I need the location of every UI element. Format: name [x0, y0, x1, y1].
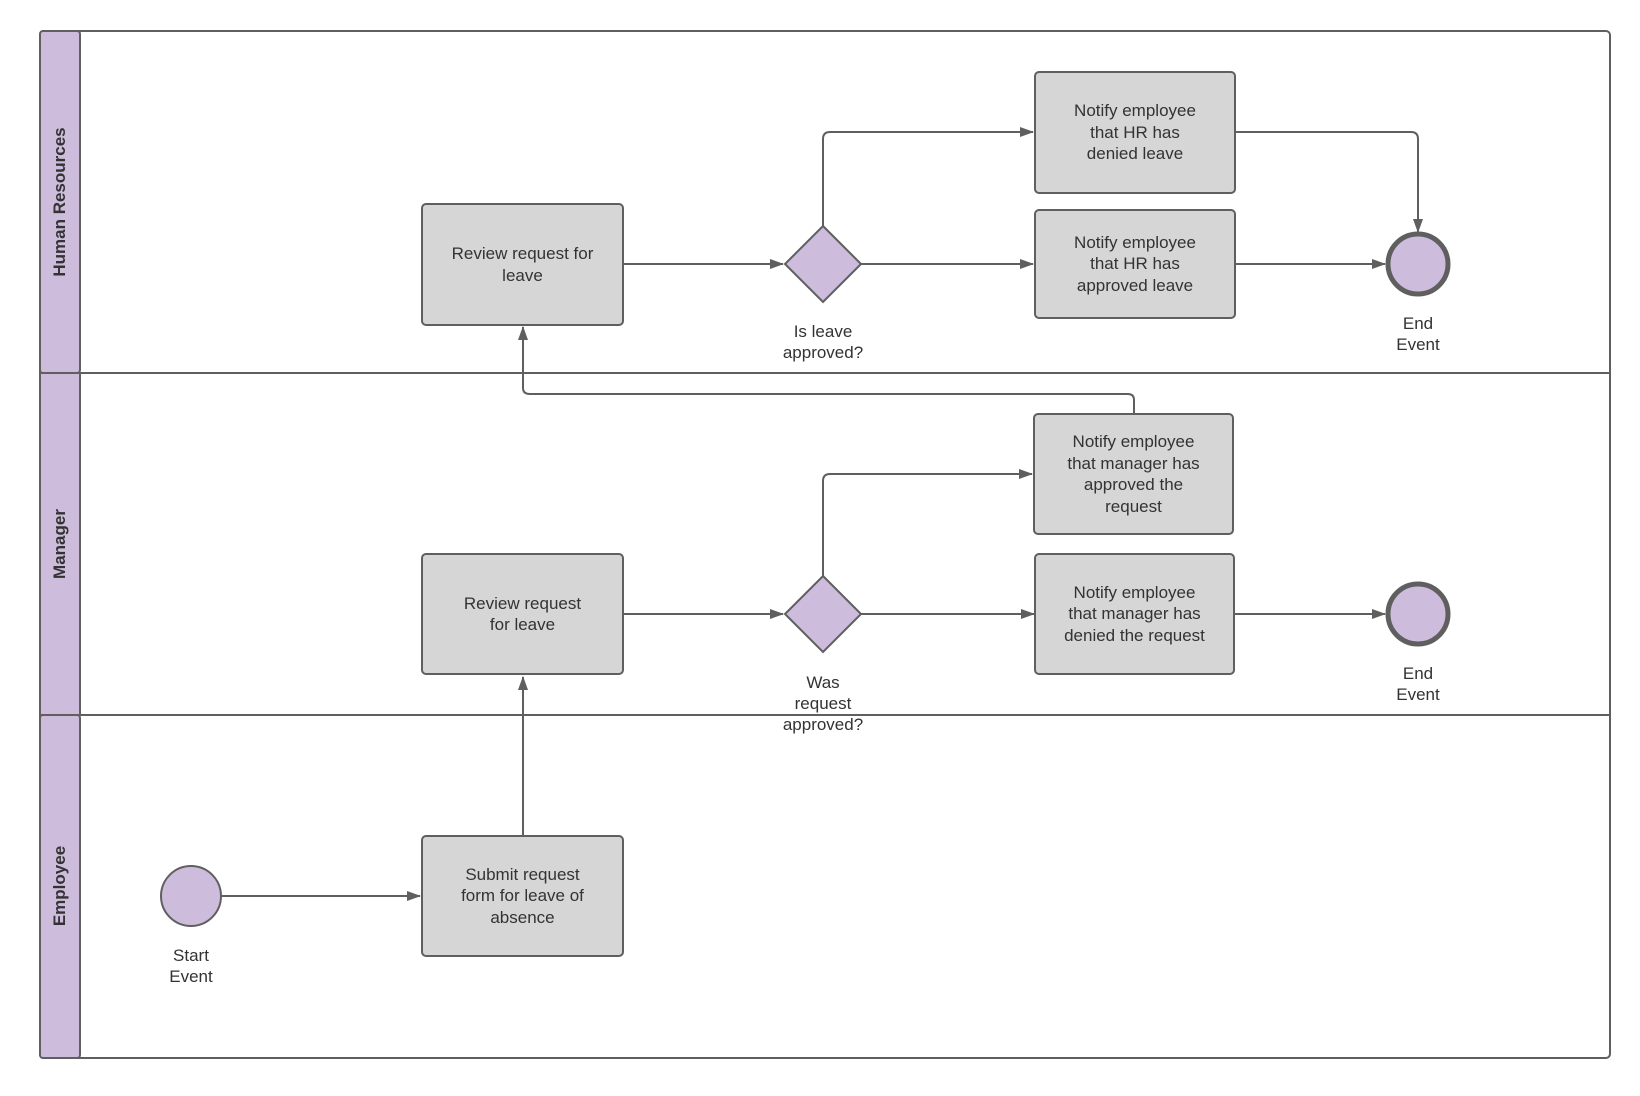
- task-label-notify-hr-approved: Notify employee that HR has approved lea…: [1074, 232, 1196, 295]
- task-label-notify-hr-denied: Notify employee that HR has denied leave: [1074, 101, 1196, 164]
- lane-label-manager: Manager: [50, 509, 69, 579]
- end-event-manager-label: End Event: [1396, 664, 1440, 704]
- gateway-manager-decision[interactable]: [783, 574, 863, 654]
- end-event-manager[interactable]: [1385, 581, 1451, 647]
- start-event-label: Start Event: [169, 946, 213, 986]
- task-notify-manager-denied[interactable]: [1034, 553, 1235, 675]
- start-event[interactable]: [160, 865, 222, 927]
- lane-label-hr: Human Resources: [50, 127, 69, 277]
- task-notify-manager-approved[interactable]: [1033, 413, 1234, 535]
- task-submit-request[interactable]: [421, 835, 624, 957]
- task-manager-review[interactable]: [421, 553, 624, 675]
- flow-gateway-to-hr-denied: [822, 127, 1034, 226]
- lane-label-employee: Employee: [50, 845, 69, 927]
- task-notify-hr-approved[interactable]: [1034, 209, 1236, 319]
- gateway-label-manager-decision: Was request approved?: [782, 672, 864, 734]
- lane-header-manager: [39, 372, 81, 716]
- task-hr-review[interactable]: [421, 203, 624, 326]
- task-label-notify-manager-denied: Notify employee that manager has denied …: [1064, 582, 1205, 645]
- gateway-hr-decision[interactable]: [783, 224, 863, 304]
- gateway-label-hr-decision: Is leave approved?: [782, 322, 864, 362]
- pool-frame: [39, 30, 1611, 1059]
- flow-manager-approved-to-hr-review: [518, 326, 1135, 414]
- task-label-submit-request: Submit request form for leave of absence: [461, 864, 584, 927]
- end-event-hr[interactable]: [1385, 231, 1451, 297]
- task-label-hr-review: Review request for leave: [451, 244, 594, 285]
- end-event-hr-label: End Event: [1396, 314, 1440, 354]
- flow-gateway-to-manager-approved: [822, 469, 1033, 576]
- task-notify-hr-denied[interactable]: [1034, 71, 1236, 194]
- task-label-manager-review: Review request for leave: [463, 593, 582, 635]
- task-label-notify-manager-approved: Notify employee that manager has approve…: [1067, 432, 1200, 516]
- flow-hr-denied-to-end: [1235, 131, 1423, 233]
